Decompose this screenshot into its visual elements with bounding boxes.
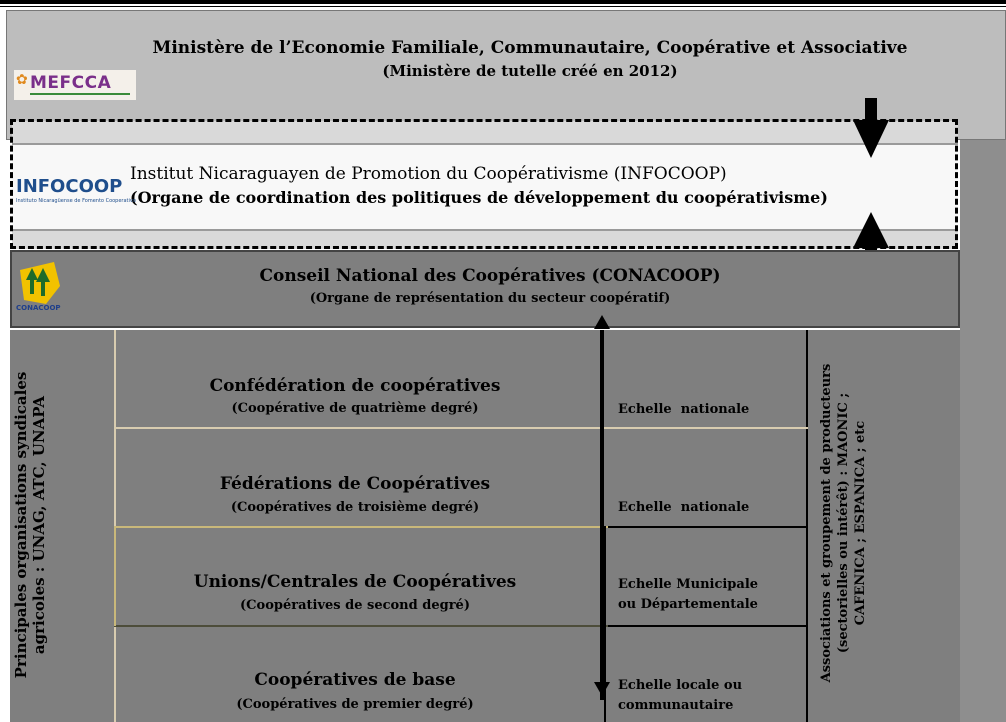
conacoop-logo-icon — [20, 262, 60, 304]
left-column — [10, 330, 114, 722]
arrow-down-shaft — [865, 98, 877, 120]
level3-left-border — [114, 526, 116, 626]
right-gray-column — [960, 140, 1006, 722]
infocoop-divider — [12, 229, 958, 231]
double-arrow-up-head — [594, 315, 610, 329]
level-divider-3b — [608, 625, 808, 627]
level3-scale2: ou Départementale — [618, 597, 758, 612]
level1-scale: Echelle nationale — [618, 402, 750, 417]
right-column — [808, 330, 960, 722]
mefcca-subtitle: (Ministère de tutelle créé en 2012) — [382, 62, 678, 80]
level4-scale2: communautaire — [618, 698, 734, 713]
level4-scale: Echelle locale ou — [618, 678, 743, 693]
level-divider-1 — [114, 427, 808, 429]
conacoop-logo-text: CONACOOP — [16, 304, 61, 312]
conacoop-logo: CONACOOP — [16, 260, 62, 318]
mefcca-logo-underline — [30, 93, 130, 95]
level-divider-2 — [114, 526, 608, 528]
arrow-down-head — [853, 120, 889, 158]
infocoop-title: Institut Nicaraguayen de Promotion du Co… — [130, 164, 727, 184]
right-column-line3: CAFENICA ; ESPANICA ; etc — [853, 420, 868, 626]
level4-title: Coopératives de base — [254, 670, 456, 690]
level4-subtitle: (Coopératives de premier degré) — [236, 697, 474, 712]
conacoop-box — [10, 250, 960, 328]
infocoop-divider-top — [12, 143, 958, 145]
level1-subtitle: (Coopérative de quatrième degré) — [231, 401, 479, 416]
level2-scale: Echelle nationale — [618, 500, 750, 515]
infocoop-dashed-border — [10, 119, 958, 249]
infocoop-logo: INFOCOOP Instituto Nicaragüense de Fomen… — [16, 176, 136, 206]
mefcca-title: Ministère de l’Economie Familiale, Commu… — [152, 38, 908, 58]
left-column-text: Principales organisations syndicales agr… — [12, 330, 48, 720]
conacoop-subtitle: (Organe de représentation du secteur coo… — [309, 291, 671, 306]
left-column-line1: Principales organisations syndicales — [12, 371, 30, 679]
level-divider-3 — [114, 625, 608, 627]
level3-scale: Echelle Municipale — [618, 577, 759, 592]
level2-subtitle: (Coopératives de troisième degré) — [230, 500, 480, 515]
mefcca-logo-text: MEFCCA — [30, 73, 112, 93]
top-border — [0, 0, 1006, 4]
infocoop-inner — [12, 145, 958, 229]
right-column-line2: (sectorielles ou intérêt) : MAONIC ; — [836, 392, 851, 654]
infocoop-logo-text: INFOCOOP — [16, 176, 123, 197]
mefcca-box — [6, 10, 1006, 140]
conacoop-title: Conseil National des Coopératives (CONAC… — [259, 266, 721, 286]
level3-subtitle: (Coopératives de second degré) — [240, 598, 470, 613]
level3-title: Unions/Centrales de Coopératives — [193, 572, 517, 592]
left-column-line2: agricoles : UNAG, ATC, UNAPA — [30, 395, 48, 655]
level-divider-2b — [608, 526, 808, 528]
arrow-up-head — [853, 212, 889, 248]
right-column-text: Associations et groupement de producteur… — [818, 330, 869, 716]
double-arrow-down-head — [594, 682, 610, 696]
double-arrow-shaft — [600, 330, 604, 700]
infocoop-logo-subtext: Instituto Nicaragüense de Fomento Cooper… — [16, 198, 136, 204]
scale-left-border — [604, 526, 606, 722]
level2-title: Fédérations de Coopératives — [219, 474, 491, 494]
infocoop-subtitle: (Organe de coordination des politiques d… — [130, 188, 828, 207]
level1-title: Confédération de coopératives — [209, 376, 501, 396]
right-column-line1: Associations et groupement de producteur… — [819, 363, 834, 683]
flower-icon: ✿ — [16, 72, 28, 88]
top-border-thin — [0, 6, 1006, 7]
mefcca-logo: ✿ MEFCCA — [14, 70, 136, 100]
